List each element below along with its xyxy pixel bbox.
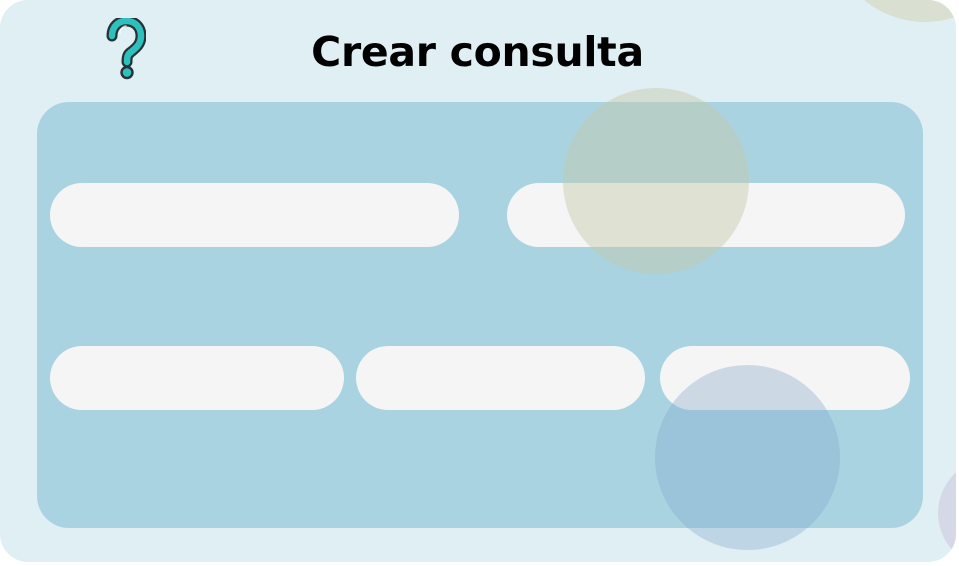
question-mark-icon xyxy=(106,18,146,80)
help-button[interactable] xyxy=(102,18,148,80)
query-field-2[interactable] xyxy=(507,183,905,247)
query-field-1[interactable] xyxy=(50,183,459,247)
page-title: Crear consulta xyxy=(311,28,644,76)
query-field-3[interactable] xyxy=(50,346,344,410)
query-field-5[interactable] xyxy=(660,346,910,410)
decorative-circle xyxy=(938,458,956,562)
query-field-4[interactable] xyxy=(356,346,645,410)
decorative-circle xyxy=(830,0,956,22)
query-form xyxy=(37,102,923,528)
